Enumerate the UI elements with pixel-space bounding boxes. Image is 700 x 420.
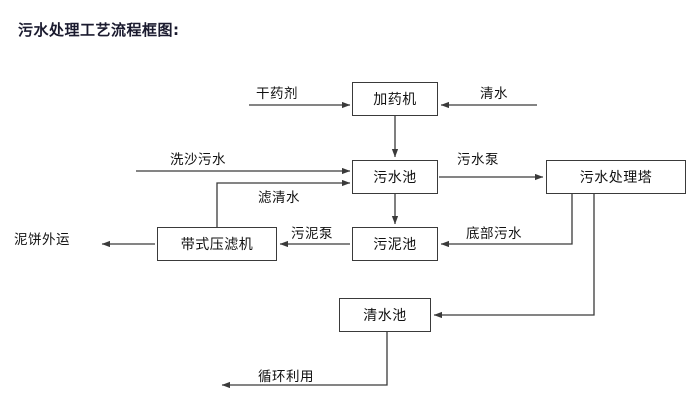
node-label: 污泥池 — [373, 237, 417, 253]
node-label: 清水池 — [363, 308, 407, 324]
node-label: 加药机 — [373, 92, 417, 108]
node-treatment-tower[interactable]: 污水处理塔 — [546, 160, 686, 194]
edge-label-recycle-reuse: 循环利用 — [258, 369, 314, 385]
terminal-label-mud-cake-out: 泥饼外运 — [14, 232, 70, 248]
edge-label-dry-chemical: 干药剂 — [256, 86, 298, 102]
node-clean-water-pool[interactable]: 清水池 — [339, 298, 431, 332]
edge-label-bottom-sewage: 底部污水 — [466, 226, 522, 242]
node-sludge-pool[interactable]: 污泥池 — [352, 227, 438, 261]
edge-label-sand-wash-water: 洗沙污水 — [170, 152, 226, 168]
edge-label-wastewater-pump: 污水泵 — [457, 152, 499, 168]
page-title: 污水处理工艺流程框图: — [18, 21, 180, 39]
node-label: 带式压滤机 — [180, 237, 254, 253]
edge-label-clean-water-inlet: 清水 — [480, 86, 508, 102]
edge-label-sludge-pump: 污泥泵 — [291, 226, 333, 242]
node-dosing-machine[interactable]: 加药机 — [352, 82, 438, 116]
connector-tower-to-clean-water-pool — [433, 194, 595, 319]
node-wastewater-pool[interactable]: 污水池 — [352, 160, 438, 194]
node-belt-filter-press[interactable]: 带式压滤机 — [157, 227, 277, 261]
connector-filtered-water-to-wastewater-pool — [216, 179, 351, 227]
edge-label-filtered-water: 滤清水 — [258, 190, 300, 206]
node-label: 污水池 — [373, 170, 417, 186]
connector-tower-bottom-sewage-to-sludge-pool — [440, 194, 573, 248]
connector-clean-water-pool-to-recycle — [221, 332, 388, 389]
node-label: 污水处理塔 — [579, 170, 653, 186]
